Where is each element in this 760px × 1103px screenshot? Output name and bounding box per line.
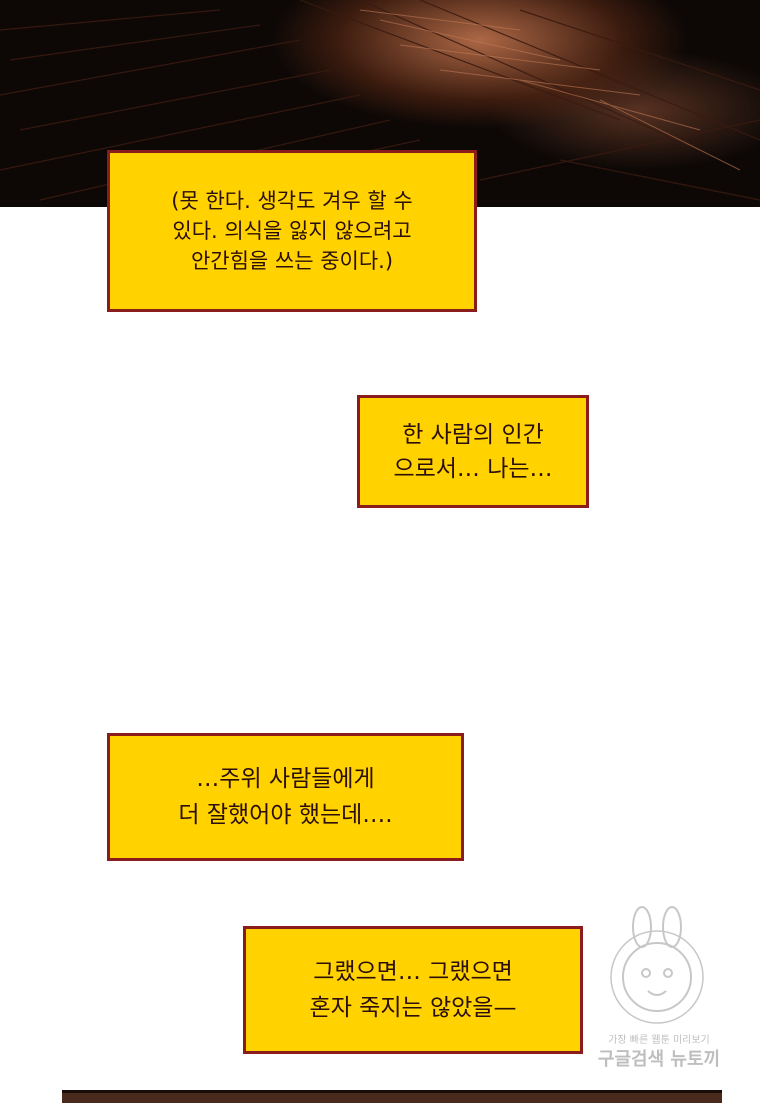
narration-line: 한 사람의 인간: [402, 421, 544, 448]
narration-line: 그랬으면… 그랬으면: [313, 959, 513, 985]
narration-line: 으로서… 나는…: [393, 455, 553, 482]
narration-box-3: …주위 사람들에게 더 잘했어야 했는데….: [107, 733, 464, 861]
bunny-mascot-icon: [610, 906, 704, 1024]
site-watermark: 가장 빠른 웹툰 미리보기 구글검색 뉴토끼: [584, 905, 734, 1075]
narration-line: …주위 사람들에게: [196, 766, 375, 792]
narration-box-1: (못 한다. 생각도 겨우 할 수 있다. 의식을 잃지 않으려고 안간힘을 쓰…: [107, 150, 477, 312]
narration-box-2: 한 사람의 인간 으로서… 나는…: [357, 395, 589, 508]
watermark-site-name: 구글검색 뉴토끼: [597, 1049, 721, 1070]
next-panel-edge: [62, 1090, 722, 1103]
watermark-tagline: 가장 빠른 웹툰 미리보기: [608, 1035, 710, 1046]
narration-line: 있다. 의식을 잃지 않으려고: [172, 219, 412, 243]
narration-line: 혼자 죽지는 않았을—: [309, 995, 517, 1021]
narration-line: (못 한다. 생각도 겨우 할 수: [171, 189, 413, 213]
narration-box-4: 그랬으면… 그랬으면 혼자 죽지는 않았을—: [243, 926, 583, 1054]
top-panel-artwork: [0, 0, 760, 207]
narration-line: 더 잘했어야 했는데….: [178, 802, 393, 828]
narration-line: 안간힘을 쓰는 중이다.): [190, 249, 394, 273]
